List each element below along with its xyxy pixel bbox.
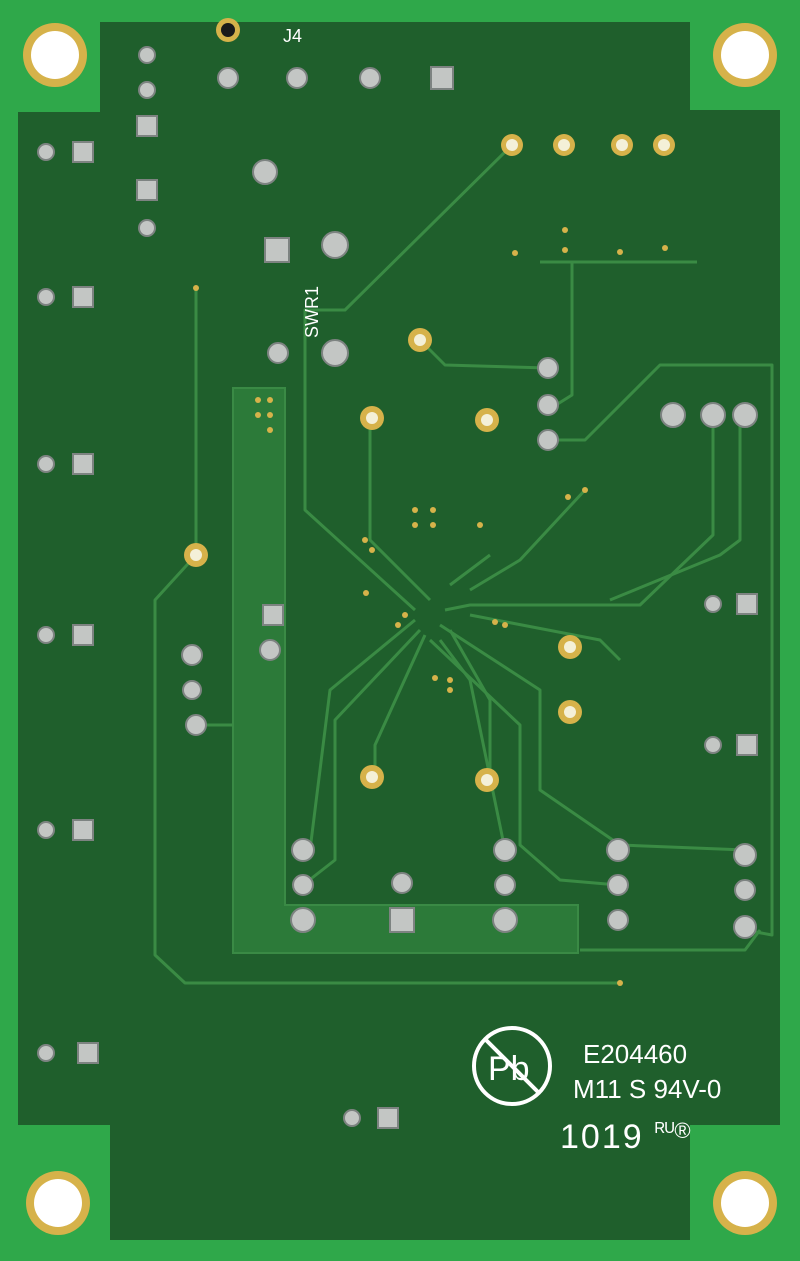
mounting-hole-top-right [713, 23, 777, 87]
connector-label-j4: J4 [283, 26, 302, 46]
ul-file-number: E204460 [583, 1039, 687, 1069]
date-code: 1019 [560, 1118, 644, 1156]
pads [37, 46, 758, 1129]
mounting-hole-bottom-left [26, 1171, 90, 1235]
rating-text: M11 S 94V-0 [573, 1074, 721, 1104]
mounting-hole-top-left [23, 23, 87, 87]
vias [193, 227, 668, 986]
mounting-hole-bottom-right [713, 1171, 777, 1235]
solder-mask [18, 22, 780, 1240]
switch-label-swr1: SWR1 [302, 286, 322, 338]
hole-top-center [216, 18, 240, 42]
ul-recognized-icon: ᴿᵁ® [655, 1118, 691, 1143]
gold-hole-centers [190, 139, 670, 786]
pb-free-icon: Pb [472, 1026, 552, 1106]
copper-pour [232, 387, 579, 954]
svg-text:Pb: Pb [488, 1050, 530, 1088]
